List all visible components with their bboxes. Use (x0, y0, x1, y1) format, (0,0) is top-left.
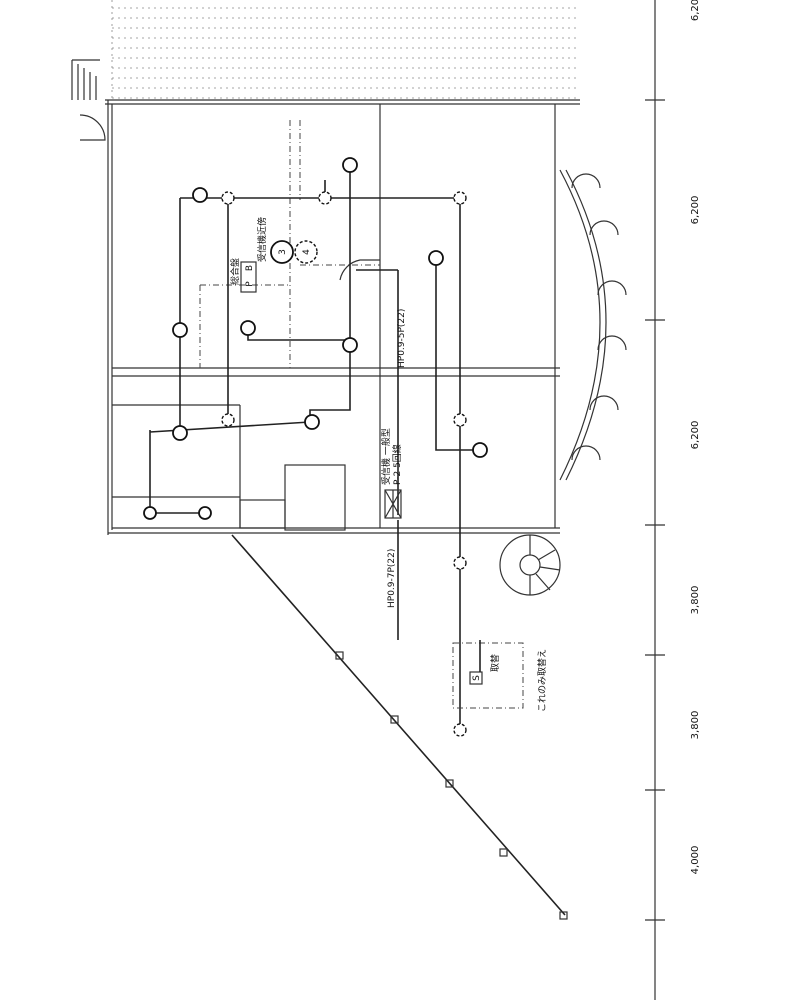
curved-facade (559, 169, 627, 481)
smoke-detector-icon (453, 723, 467, 737)
dimension-line: 6,20 6,200 6,200 3,800 3,800 4,000 (645, 0, 701, 1000)
fire-receiver: 受信機 一般型 P-2 5回線 HP0.9-5P(22) HP0.9-7P(22… (380, 309, 407, 608)
heat-detector-icon (172, 425, 188, 441)
receiver-near-label: 受信機近傍 (256, 217, 268, 262)
heat-detector-icon (240, 320, 256, 336)
smoke-symbol-label: S (472, 675, 482, 681)
fixture-3-icon (270, 240, 294, 264)
cable-5p-label: HP0.9-5P(22) (397, 309, 407, 368)
heat-detector-icon (428, 250, 444, 266)
dimension-label: 3,800 (690, 711, 701, 740)
heat-detector-icon (472, 442, 488, 458)
receiver-label: 受信機 一般型 (380, 428, 392, 485)
replace-note: これのみ取替え (536, 649, 548, 712)
stair-icon (71, 59, 106, 141)
receiver-spec-label: P-2 5回線 (391, 444, 403, 485)
fixture-4-icon (294, 240, 318, 264)
smoke-detector-icon (221, 191, 235, 205)
spiral-stair-icon (499, 534, 561, 596)
smoke-detector-icon (318, 191, 332, 205)
dimension-label: 6,200 (690, 196, 701, 225)
smoke-detector-icon (453, 413, 467, 427)
general-panel: P B 総合盤 受信機近傍 (229, 217, 268, 293)
heat-detector-icon (342, 337, 358, 353)
heat-detector-icon (192, 187, 208, 203)
dimension-label: 6,200 (690, 421, 701, 450)
cable-7p-label: HP0.9-7P(22) (387, 549, 397, 608)
panel-p-label: P (245, 281, 255, 287)
site-boundary (231, 534, 568, 920)
smoke-detector-icon (453, 191, 467, 205)
heat-detector-icon (342, 157, 358, 173)
heat-detector-icon (304, 414, 320, 430)
dimension-label: 6,20 (690, 0, 701, 21)
smoke-detector-icon (453, 556, 467, 570)
smoke-detector-icon (221, 413, 235, 427)
exterior-grid (105, 0, 580, 105)
replace-box-label: 取替 (489, 654, 501, 672)
heat-detector-icon (172, 322, 188, 338)
heat-detector-icon (143, 506, 157, 520)
dimension-label: 3,800 (690, 586, 701, 615)
panel-label: 総合盤 (229, 258, 241, 285)
replacement-area: S 取替 これのみ取替え (452, 640, 548, 712)
fixture-label: 4 (302, 249, 312, 255)
heat-detector-icon (198, 506, 212, 520)
dimension-label: 4,000 (690, 846, 701, 875)
alarm-wiring (149, 165, 480, 730)
building-outline (107, 100, 560, 535)
fixture-label: 3 (278, 249, 288, 255)
panel-b-label: B (245, 265, 255, 271)
